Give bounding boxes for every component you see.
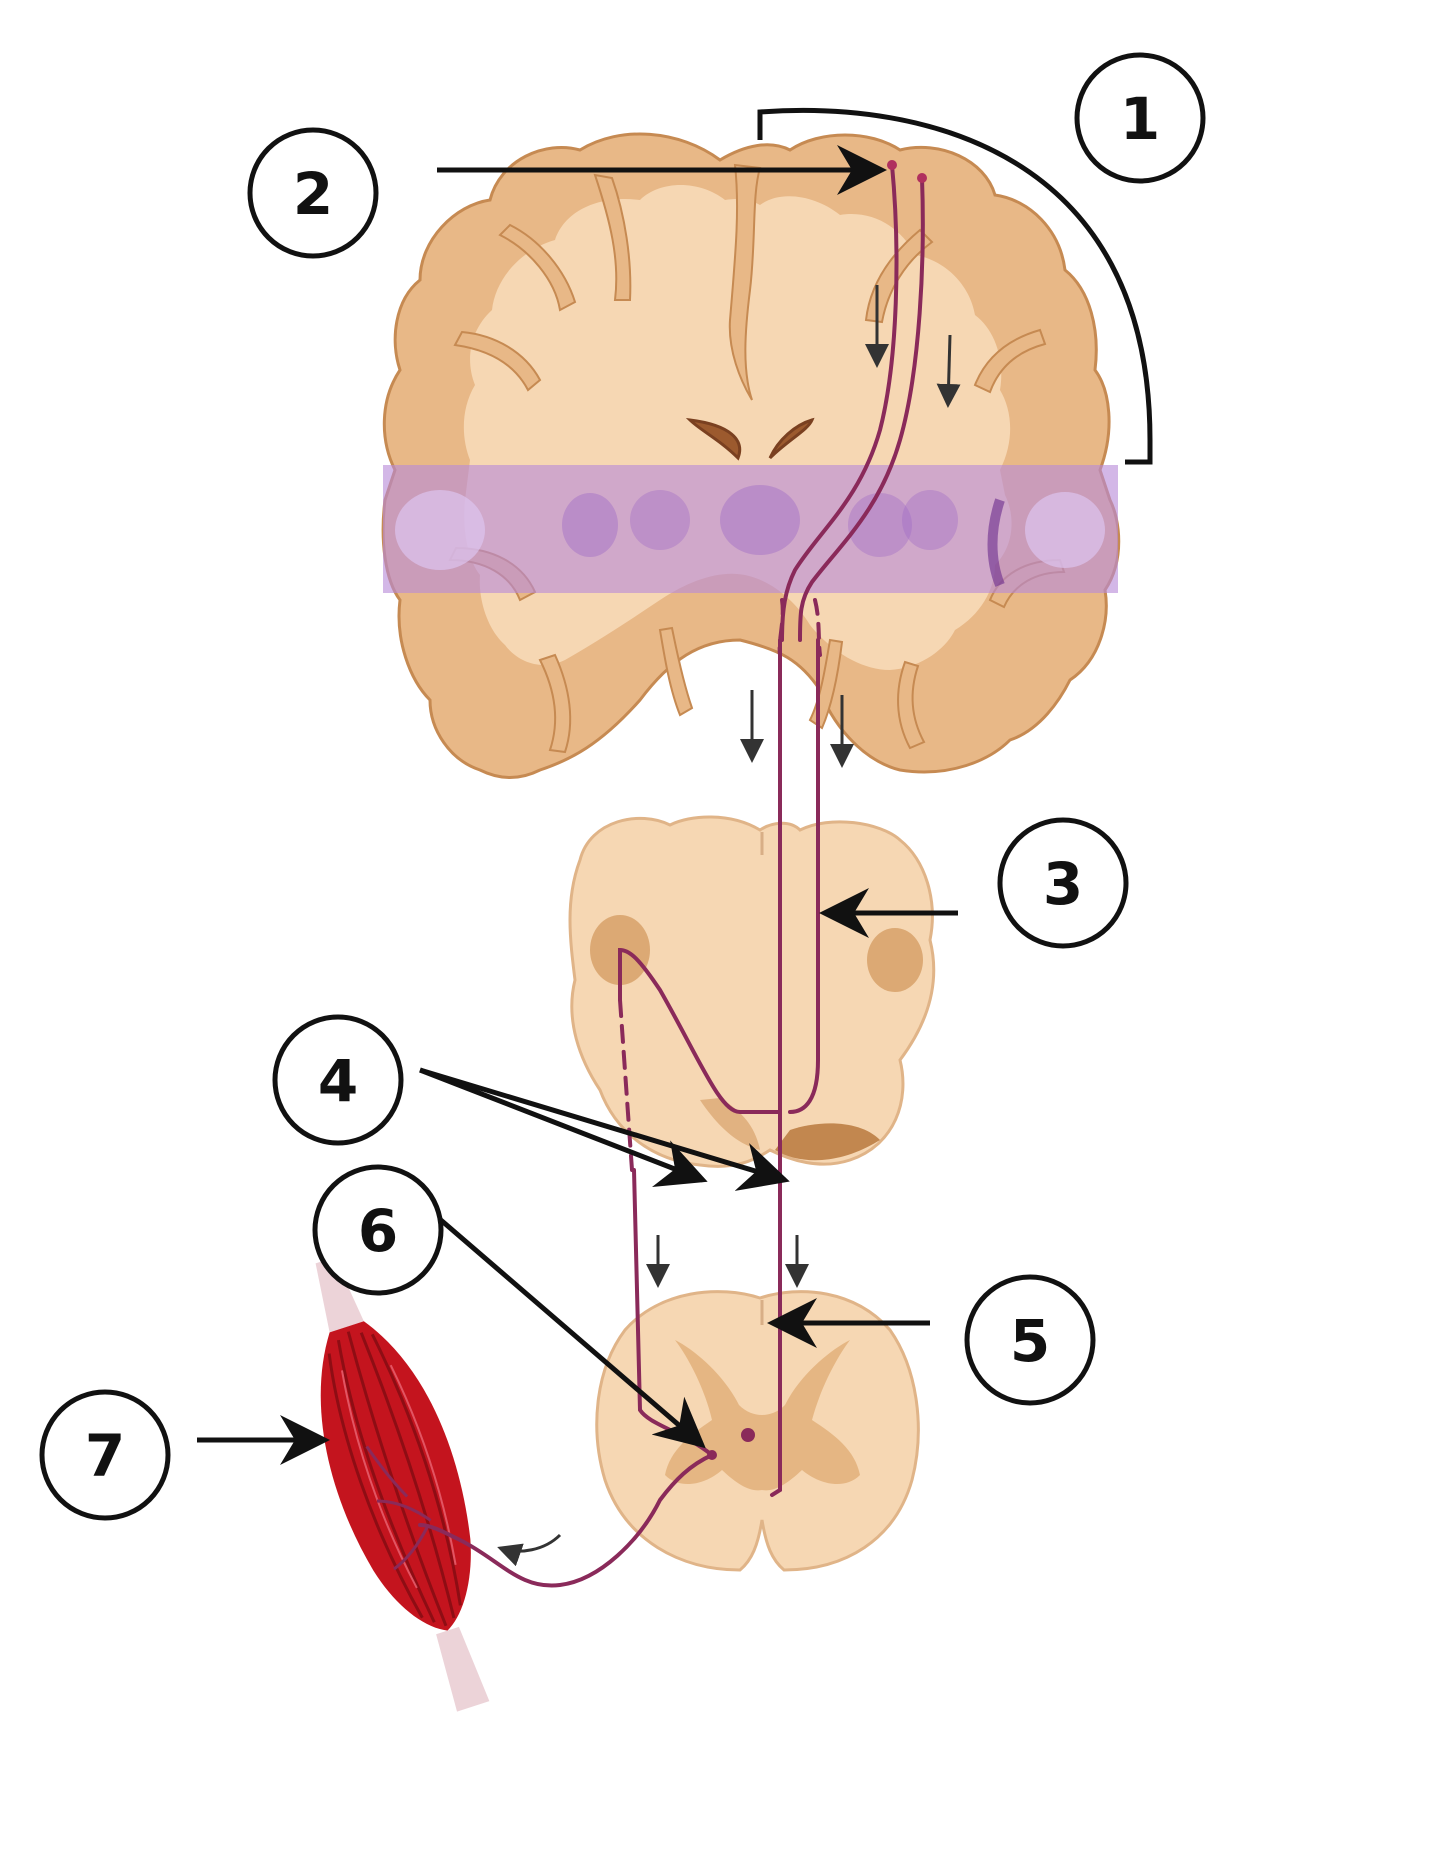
callout-3-circle [997, 817, 1129, 949]
flow-arrow-muscle [497, 1533, 562, 1567]
brain-coronal-section [381, 132, 1121, 779]
upper-motor-neuron-a [887, 160, 897, 170]
lower-motor-neuron-axon [418, 1453, 714, 1588]
callout-2-label: 2 [293, 160, 333, 228]
flow-arrows [497, 285, 961, 1567]
cortex-bracket [757, 107, 1153, 465]
callout-2: 2 [247, 127, 379, 259]
pyramid-right [775, 1123, 880, 1161]
callout-5-label: 5 [1010, 1307, 1050, 1375]
callout-5: 5 [964, 1274, 1096, 1406]
callout-6-circle [312, 1164, 444, 1296]
callout-3-label: 3 [1043, 850, 1083, 918]
neuromuscular-branches [365, 1445, 432, 1571]
internal-capsule-band [383, 465, 1118, 593]
tract-brainstem-lateral [788, 638, 820, 1114]
tract-dashed-descend [618, 998, 634, 1172]
muscle-fibers [327, 1331, 462, 1627]
flow-arrow-cortex-b [936, 334, 961, 408]
callout-arrow-4a [419, 1067, 708, 1187]
tract-anterior-cord [770, 1198, 782, 1497]
callout-1-circle [1074, 52, 1206, 184]
pyramid-left [700, 1098, 760, 1150]
muscle-tendon-top [315, 1257, 364, 1333]
callout-2-circle [247, 127, 379, 259]
callout-arrow-6 [433, 1213, 706, 1449]
callout-7-circle [39, 1389, 171, 1521]
callout-4: 4 [272, 1014, 404, 1146]
tract-upper-motor-a [780, 163, 899, 642]
callout-5-circle [964, 1274, 1096, 1406]
brainstem-nucleus-right [867, 928, 923, 992]
callout-3: 3 [997, 817, 1129, 949]
skeletal-muscle [315, 1257, 490, 1712]
callout-4-label: 4 [318, 1047, 358, 1115]
callout-4-circle [272, 1014, 404, 1146]
callout-1: 1 [1074, 52, 1206, 184]
muscle-tendon-bottom [436, 1626, 490, 1712]
callout-1-label: 1 [1120, 85, 1160, 153]
tract-upper-motor-b [798, 176, 925, 642]
callout-6-label: 6 [358, 1197, 398, 1265]
callout-7-label: 7 [85, 1422, 125, 1490]
callout-7: 7 [39, 1389, 171, 1521]
callout-arrows [197, 145, 958, 1465]
upper-motor-neuron-b [917, 173, 927, 183]
brain-ventricles [685, 417, 815, 461]
spinal-cord-section [595, 1290, 920, 1572]
callout-arrow-4b [419, 1067, 790, 1191]
motor-neuron-cell-body [741, 1428, 755, 1442]
callout-6: 6 [312, 1164, 444, 1296]
tract-decussation [618, 947, 782, 1114]
muscle-belly [320, 1321, 471, 1631]
